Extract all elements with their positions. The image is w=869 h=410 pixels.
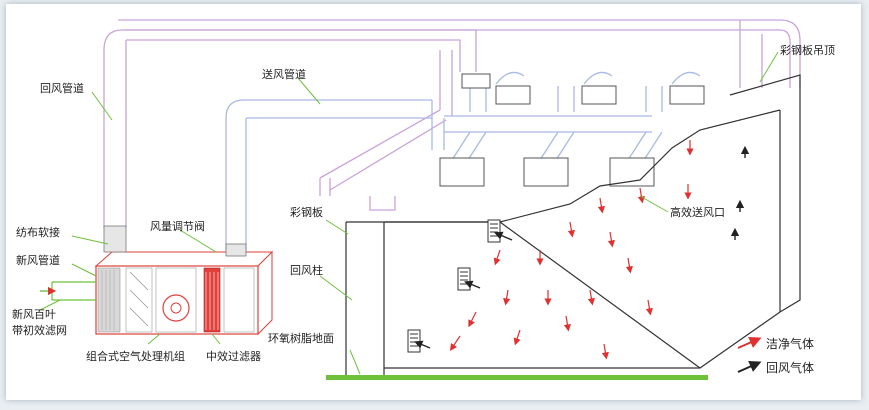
legend-clean-air-arrow (737, 336, 762, 349)
label-color-steel-ceiling: 彩钢板吊顶 (780, 43, 835, 57)
legend-return-air: 回风气体 (766, 360, 814, 375)
label-return-column: 回风柱 (290, 263, 323, 277)
epoxy-floor (326, 375, 708, 380)
leader-lines (39, 51, 779, 375)
label-fabric-joint: 纺布软接 (16, 225, 60, 239)
return-grilles (407, 219, 501, 353)
return-air-arrows (414, 145, 750, 349)
label-hepa-outlet: 高效送风口 (670, 205, 725, 219)
label-fresh-louver-line2: 带初效滤网 (12, 323, 67, 337)
legend-return-air-arrow (737, 360, 762, 373)
label-air-volume-valve: 风量调节阀 (150, 219, 205, 233)
return-duct (103, 19, 801, 228)
legend-clean-air: 洁净气体 (766, 336, 814, 351)
label-fresh-air-duct: 新风管道 (16, 253, 60, 267)
ceiling-units (439, 73, 705, 187)
clean-room (345, 74, 801, 378)
label-return-duct: 回风管道 (40, 81, 84, 95)
label-medium-filter: 中效过滤器 (206, 349, 261, 363)
fabric-joint-return (103, 225, 127, 253)
fresh-air-duct (51, 281, 96, 301)
label-epoxy-floor: 环氧树脂地面 (268, 331, 334, 345)
label-fresh-louver-line1: 新风百叶 (12, 307, 56, 321)
clean-air-arrows (450, 140, 694, 360)
label-ahu: 组合式空气处理机组 (86, 349, 185, 363)
label-supply-duct: 送风管道 (262, 67, 306, 81)
fabric-joint-supply (225, 243, 247, 257)
legend: 洁净气体 回风气体 (737, 336, 814, 375)
label-color-steel-panel: 彩钢板 (290, 205, 323, 219)
ahu (94, 250, 274, 336)
supply-duct (225, 71, 701, 250)
